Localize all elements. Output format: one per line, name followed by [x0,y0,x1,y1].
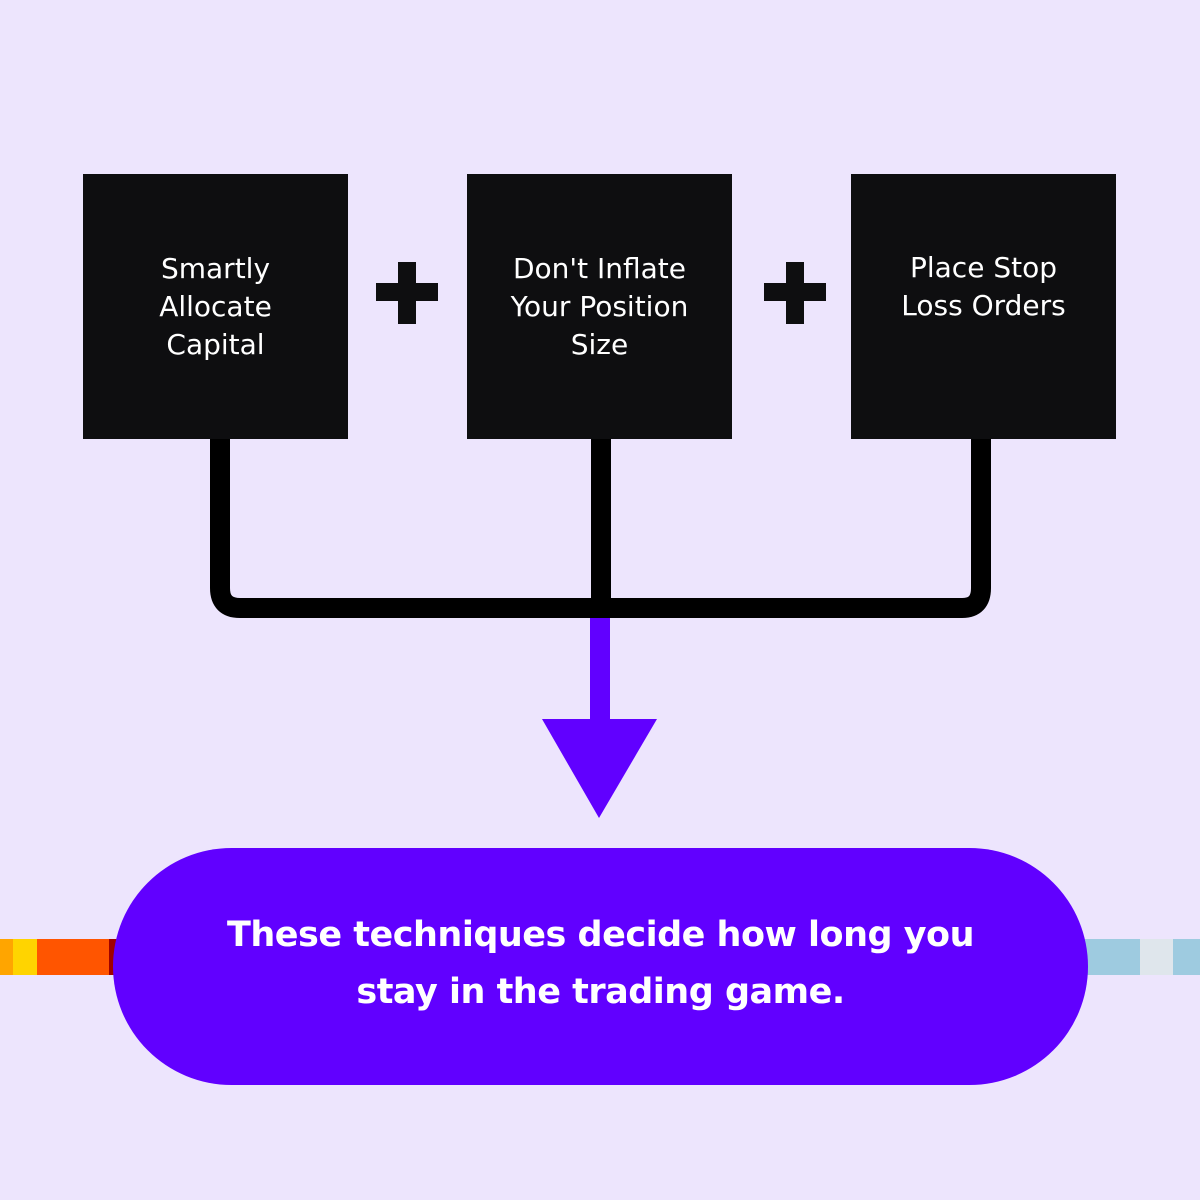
merge-connector [210,438,991,618]
step-text: Place Stop Loss Orders [901,249,1065,325]
right-color-strip [1080,939,1200,975]
strip-segment-light-blue-2 [1173,939,1200,975]
plus-icon [376,262,438,324]
arrow-shaft [590,618,610,720]
step-box-position-size: Don't Inflate Your Position Size [467,174,732,439]
step-line: Smartly [160,251,271,285]
strip-segment-yellow [13,939,37,975]
step-line: Loss Orders [901,289,1066,322]
conclusion-line: stay in the trading game. [356,971,845,1012]
step-box-allocate-capital: Smartly Allocate Capital [83,174,348,439]
strip-segment-orange [0,939,13,975]
step-text: Smartly Allocate Capital [159,250,272,364]
step-line: Don't Inflate [512,251,686,285]
conclusion-text: These techniques decide how long you sta… [226,907,975,1021]
step-box-stop-loss: Place Stop Loss Orders [851,174,1116,439]
plus-icon [764,262,826,324]
step-line: Allocate [159,289,272,323]
step-text: Don't Inflate Your Position Size [511,250,689,364]
arrow-down-icon [542,719,657,818]
step-line: Your Position [510,289,689,323]
plus-bar-vertical [786,262,804,324]
plus-bar-vertical [398,262,416,324]
strip-segment-light-gray [1140,939,1173,975]
conclusion-line: These techniques decide how long you [226,914,975,955]
step-line: Size [570,327,629,361]
strip-segment-light-blue [1080,939,1140,975]
strip-segment-red-orange [37,939,109,975]
step-line: Place Stop [909,251,1057,284]
step-line: Capital [166,327,265,361]
conclusion-pill: These techniques decide how long you sta… [113,848,1088,1085]
